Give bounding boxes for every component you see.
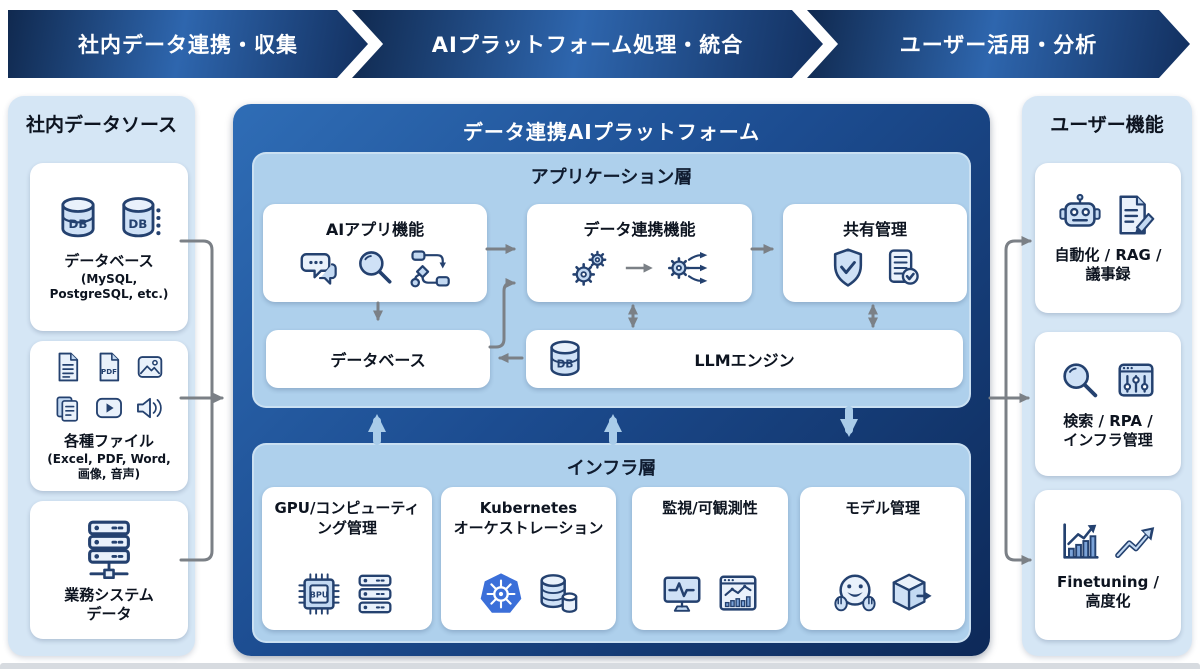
kubernetes-orchestration-card: Kubernetes オーケストレーション [441,487,616,630]
database-source-card: DB DB データベース (MySQL, PostgreSQL, etc.) [30,163,188,331]
panel-title: ユーザー機能 [1050,114,1164,136]
card-title: モデル管理 [844,499,920,517]
db-dotted-icon: DB [114,192,166,244]
server-stack-icon [352,571,398,617]
svg-text:PDF: PDF [101,367,117,376]
sliders-icon [1113,358,1159,404]
automation-rag-card: 自動化 / RAG / 議事録 [1035,163,1181,313]
banner-label: AIプラットフォーム処理・統合 [431,33,744,57]
card-label: データベース [330,351,426,370]
pdf-icon: PDF [92,350,126,384]
card-title: AIアプリ機能 [325,220,425,239]
sharing-management-card: 共有管理 [783,204,967,302]
db-icon: DB [542,336,588,382]
llm-engine-card: DB LLMエンジン [526,330,963,388]
card-title: 監視/可観測性 [662,499,758,517]
monitor-pulse-icon [659,571,705,617]
svg-text:BPU: BPU [310,589,329,599]
card-label: 自動化 / RAG / 議事録 [1054,246,1162,283]
icon-row [78,517,140,579]
package-icon [888,571,934,617]
gpu-computing-card: GPU/コンピューティ ング管理 BPU [262,487,432,630]
icon-row [783,246,967,290]
gears-icon [569,246,613,290]
card-title: GPU/コンピューティ ング管理 [274,499,420,537]
chip-icon: BPU [296,571,342,617]
search-icon [353,246,397,290]
banner-internal-data-collection: 社内データ連携・収集 [8,10,368,78]
icon-row [1057,192,1159,238]
card-label: 検索 / RPA / インフラ管理 [1063,412,1153,449]
ai-app-functions-card: AIアプリ機能 [263,204,487,302]
user-functions-panel: ユーザー機能 自動化 / RAG / 議事録 検索 / RPA / インフラ管理… [1022,96,1192,656]
trend-up-icon [1113,519,1159,565]
svg-text:DB: DB [557,359,574,371]
search-rpa-card: 検索 / RPA / インフラ管理 [1035,332,1181,476]
svg-text:DB: DB [128,216,147,230]
files-source-card: PDF 各種ファイル (Excel, PDF, Word, 画像, 音声) [30,341,188,491]
audio-icon [133,391,167,425]
dashboard-icon [715,571,761,617]
banner-label: ユーザー活用・分析 [899,33,1098,57]
card-title: 共有管理 [842,220,907,239]
internal-data-sources-panel: 社内データソース DB DB データベース (MySQL, PostgreSQL,… [8,96,195,656]
card-label: 各種ファイル [63,431,154,450]
data-integration-functions-card: データ連携機能 [527,204,752,302]
banner-ai-platform-processing: AIプラットフォーム処理・統合 [352,10,823,78]
doc-icon [51,350,85,384]
db-stack-icon [534,571,580,617]
icon-row [441,571,616,617]
finetuning-card: Finetuning / 高度化 [1035,490,1181,640]
search-icon [1057,358,1103,404]
icon-row [1057,358,1159,404]
model-management-card: モデル管理 [800,487,965,630]
icon-row: BPU [262,571,432,617]
copy-icon [51,391,85,425]
icon-row [527,246,752,290]
icon-row: DB DB [52,192,166,244]
arrow-right-icon [623,251,657,285]
card-label: Finetuning / 高度化 [1056,573,1160,610]
icon-row: PDF [44,350,174,425]
platform-title: データ連携AIプラットフォーム [462,120,761,144]
db-icon: DB [52,192,104,244]
layer-title: アプリケーション層 [530,167,693,188]
icon-row [632,571,788,617]
chat-icon [299,246,343,290]
card-label: LLMエンジン [694,351,795,370]
icon-row: DB [542,336,588,382]
monitoring-observability-card: 監視/可観測性 [632,487,788,630]
business-system-data-card: 業務システム データ [30,501,188,639]
data-integration-ai-platform-panel: データ連携AIプラットフォーム アプリケーション層 AIアプリ機能 データ連携機… [233,104,990,656]
shield-check-icon [826,246,870,290]
checklist-icon [880,246,924,290]
bar-chart-icon [1057,519,1103,565]
server-rack-icon [78,517,140,579]
card-title: データ連携機能 [583,220,696,239]
icon-row [263,246,487,290]
icon-row [800,571,965,617]
card-sublabel: (MySQL, PostgreSQL, etc.) [49,272,169,302]
layer-title: インフラ層 [566,458,657,479]
gear-fan-icon [667,246,711,290]
platform-database-card: データベース [266,330,490,388]
card-title: Kubernetes オーケストレーション [453,499,604,537]
card-label: 業務システム データ [64,585,154,623]
doc-pencil-icon [1113,192,1159,238]
huggingface-icon [832,571,878,617]
robot-icon [1057,192,1103,238]
kubernetes-icon [478,571,524,617]
cropped-bottom-strip [0,663,1200,669]
flowchart-icon [407,246,451,290]
panel-title: 社内データソース [25,114,178,136]
banner-label: 社内データ連携・収集 [78,33,298,57]
icon-row [1057,519,1159,565]
banner-user-utilization: ユーザー活用・分析 [807,10,1190,78]
video-icon [92,391,126,425]
svg-text:DB: DB [69,216,88,230]
image-icon [133,350,167,384]
card-label: データベース [64,251,154,270]
card-sublabel: (Excel, PDF, Word, 画像, 音声) [47,452,171,482]
